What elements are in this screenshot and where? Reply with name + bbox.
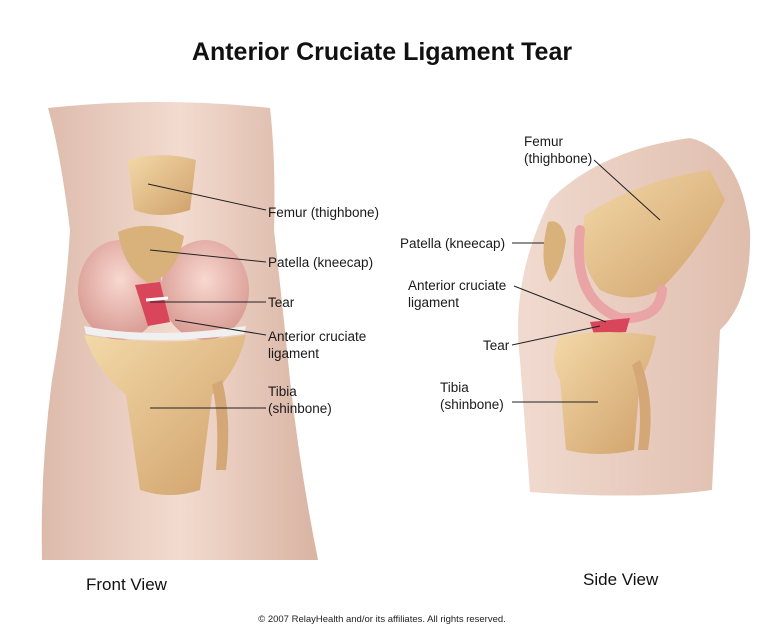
side-label-acl-line2: ligament [408, 294, 459, 311]
front-label-tibia-line2: (shinbone) [268, 400, 332, 417]
side-view-caption: Side View [583, 570, 658, 590]
front-femur-bone [128, 155, 196, 215]
side-label-acl-line1: Anterior cruciate [408, 277, 506, 294]
front-label-patella: Patella (kneecap) [268, 254, 373, 271]
front-label-acl-line1: Anterior cruciate [268, 328, 366, 345]
front-label-tear: Tear [268, 294, 294, 311]
side-label-tibia-line1: Tibia [440, 379, 469, 396]
front-label-tibia-line1: Tibia [268, 383, 297, 400]
side-label-tear: Tear [483, 337, 509, 354]
front-label-femur: Femur (thighbone) [268, 204, 379, 221]
side-label-femur-line2: (thighbone) [524, 150, 592, 167]
front-acl-tear-gap [146, 298, 168, 300]
side-label-femur-line1: Femur [524, 133, 563, 150]
front-label-acl-line2: ligament [268, 345, 319, 362]
copyright-notice: © 2007 RelayHealth and/or its affiliates… [0, 614, 764, 625]
side-label-patella: Patella (kneecap) [400, 235, 505, 252]
side-label-tibia-line2: (shinbone) [440, 396, 504, 413]
front-view-caption: Front View [86, 575, 167, 595]
